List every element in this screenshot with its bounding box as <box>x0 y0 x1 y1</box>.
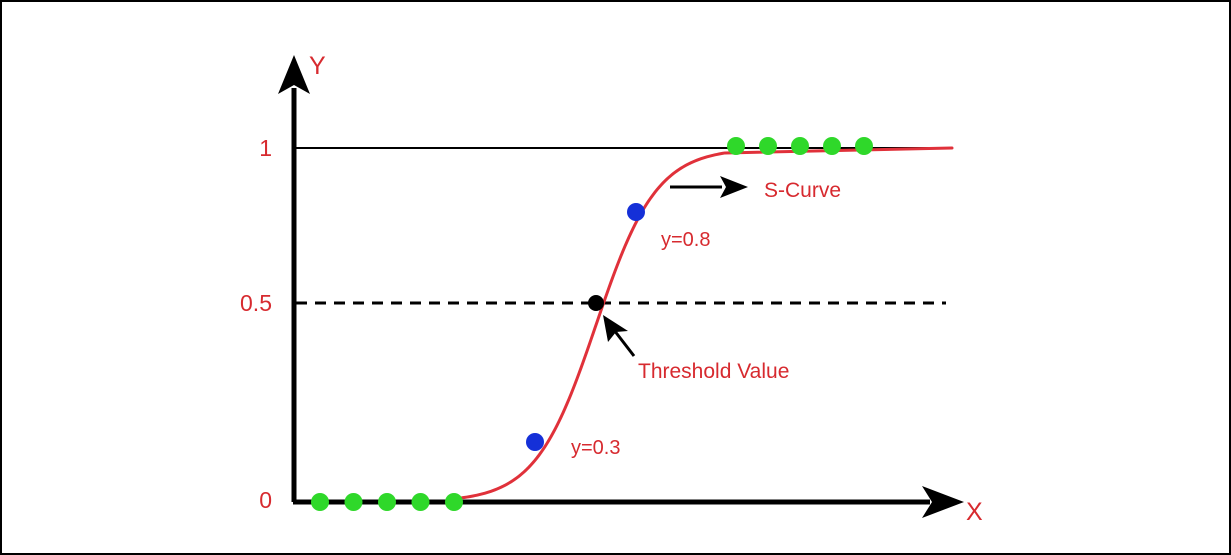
y-axis-label: Y <box>309 52 326 80</box>
class-one-point <box>759 137 777 155</box>
point-low-label: y=0.3 <box>571 437 620 459</box>
sample-point-low <box>526 433 544 451</box>
threshold-pointer-arrow-icon <box>603 315 628 342</box>
s-curve-pointer-arrow-icon <box>720 176 748 198</box>
y-tick-0: 0 <box>259 487 272 513</box>
class-one-point <box>791 137 809 155</box>
s-curve-label: S-Curve <box>764 179 841 202</box>
threshold-label: Threshold Value <box>638 360 789 383</box>
class-one-point <box>727 137 745 155</box>
threshold-pointer-line <box>612 329 636 357</box>
class-zero-point <box>445 493 463 511</box>
threshold-point <box>588 295 604 311</box>
class-zero-points <box>311 493 463 511</box>
x-axis-label: X <box>966 498 983 526</box>
class-zero-point <box>311 493 329 511</box>
x-axis-arrow-icon <box>922 486 964 518</box>
class-one-points <box>727 137 873 155</box>
y-tick-1: 1 <box>259 135 272 161</box>
y-tick-0-5: 0.5 <box>240 290 272 316</box>
class-one-point <box>823 137 841 155</box>
sample-point-high <box>627 203 645 221</box>
y-axis-arrow-icon <box>278 55 310 94</box>
point-high-label: y=0.8 <box>661 229 710 251</box>
s-curve-line <box>453 146 954 501</box>
class-zero-point <box>344 493 363 511</box>
class-one-point <box>855 137 873 155</box>
class-zero-point <box>411 493 430 511</box>
class-zero-point <box>378 493 396 511</box>
